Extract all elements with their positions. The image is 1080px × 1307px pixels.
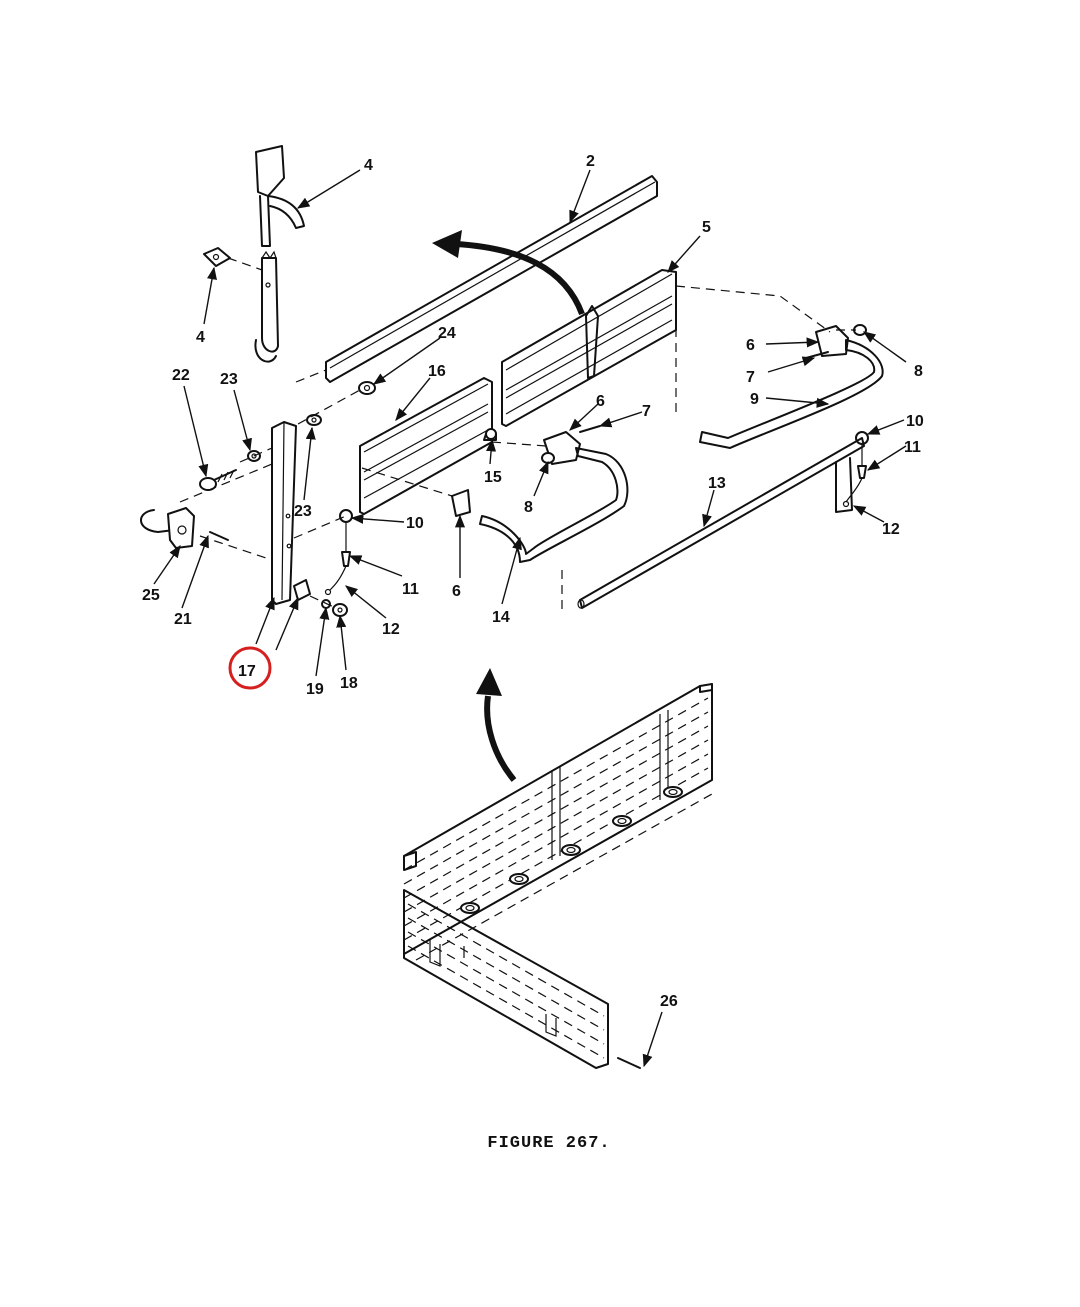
part-18-nut	[332, 603, 348, 617]
callout-8-mid: 8	[524, 499, 533, 516]
callout-11-right: 11	[904, 439, 921, 456]
callout-22: 22	[172, 367, 190, 384]
cargo-bed-assembly	[403, 683, 713, 1069]
part-10-bushing	[339, 509, 353, 523]
part-16-slat-panel	[359, 377, 493, 515]
callout-13: 13	[708, 475, 726, 492]
callout-7-right: 7	[746, 369, 755, 386]
callout-23-left: 23	[220, 371, 238, 388]
callout-15: 15	[484, 469, 502, 486]
callout-labels: 4 2 5 4 24 6 8 22 23 16 7 9 6 7 10 11 15…	[142, 153, 924, 1010]
part-24-nut	[358, 381, 376, 395]
callout-10-left: 10	[406, 515, 424, 532]
callout-12-left: 12	[382, 621, 400, 638]
callout-7-mid: 7	[642, 403, 651, 420]
callout-16: 16	[428, 363, 446, 380]
assembly-lines	[179, 285, 856, 612]
flip-arrow-lower-head	[476, 668, 502, 696]
flip-arrow-upper	[455, 241, 585, 316]
part-12-pin-right	[842, 477, 863, 508]
part-12-pin	[324, 565, 347, 596]
part-21-pin	[209, 531, 229, 541]
part-4-clip	[203, 247, 231, 267]
callout-19: 19	[306, 681, 324, 698]
callout-18: 18	[340, 675, 358, 692]
callout-25: 25	[142, 587, 160, 604]
callout-2: 2	[586, 153, 595, 170]
part-2-top-rail	[325, 175, 658, 383]
callout-6-center: 6	[452, 583, 461, 600]
part-11-chain	[341, 522, 351, 567]
callout-8-right: 8	[914, 363, 923, 380]
callout-6-right: 6	[746, 337, 755, 354]
part-23-washer	[306, 414, 322, 426]
flip-arrow-lower	[484, 695, 517, 782]
callout-4-clip: 4	[196, 329, 205, 346]
part-4-strap	[254, 145, 305, 363]
highlight-circle	[228, 646, 272, 690]
callout-5: 5	[702, 219, 711, 236]
figure-caption: FIGURE 267.	[487, 1134, 610, 1153]
callout-11-left: 11	[402, 581, 419, 598]
callout-9: 9	[750, 391, 759, 408]
part-19-pin	[293, 579, 311, 601]
callout-4-top: 4	[364, 157, 373, 174]
part-13-rod	[577, 437, 865, 609]
callout-14: 14	[492, 609, 510, 626]
part-9-handle-tube	[699, 339, 884, 449]
callout-10-right: 10	[906, 413, 924, 430]
callout-17: 17	[238, 663, 256, 680]
callout-24: 24	[438, 325, 456, 342]
callout-6-mid: 6	[596, 393, 605, 410]
part-14-handle-tube	[479, 447, 629, 563]
callout-23-center: 23	[294, 503, 312, 520]
part-8-nut-mid	[541, 452, 555, 464]
part-5-slat-panel	[501, 269, 677, 427]
part-7-screw-mid	[579, 425, 601, 433]
leader-lines	[153, 169, 907, 1068]
part-26-bolt	[617, 1057, 641, 1069]
flip-arrow-upper-head	[432, 230, 462, 258]
callout-26: 26	[660, 993, 678, 1010]
callout-21: 21	[174, 611, 192, 628]
part-6-bracket-center	[451, 489, 471, 517]
part-17-stake-post	[271, 421, 297, 605]
callout-12-right: 12	[882, 521, 900, 538]
part-25-latch	[140, 507, 195, 549]
